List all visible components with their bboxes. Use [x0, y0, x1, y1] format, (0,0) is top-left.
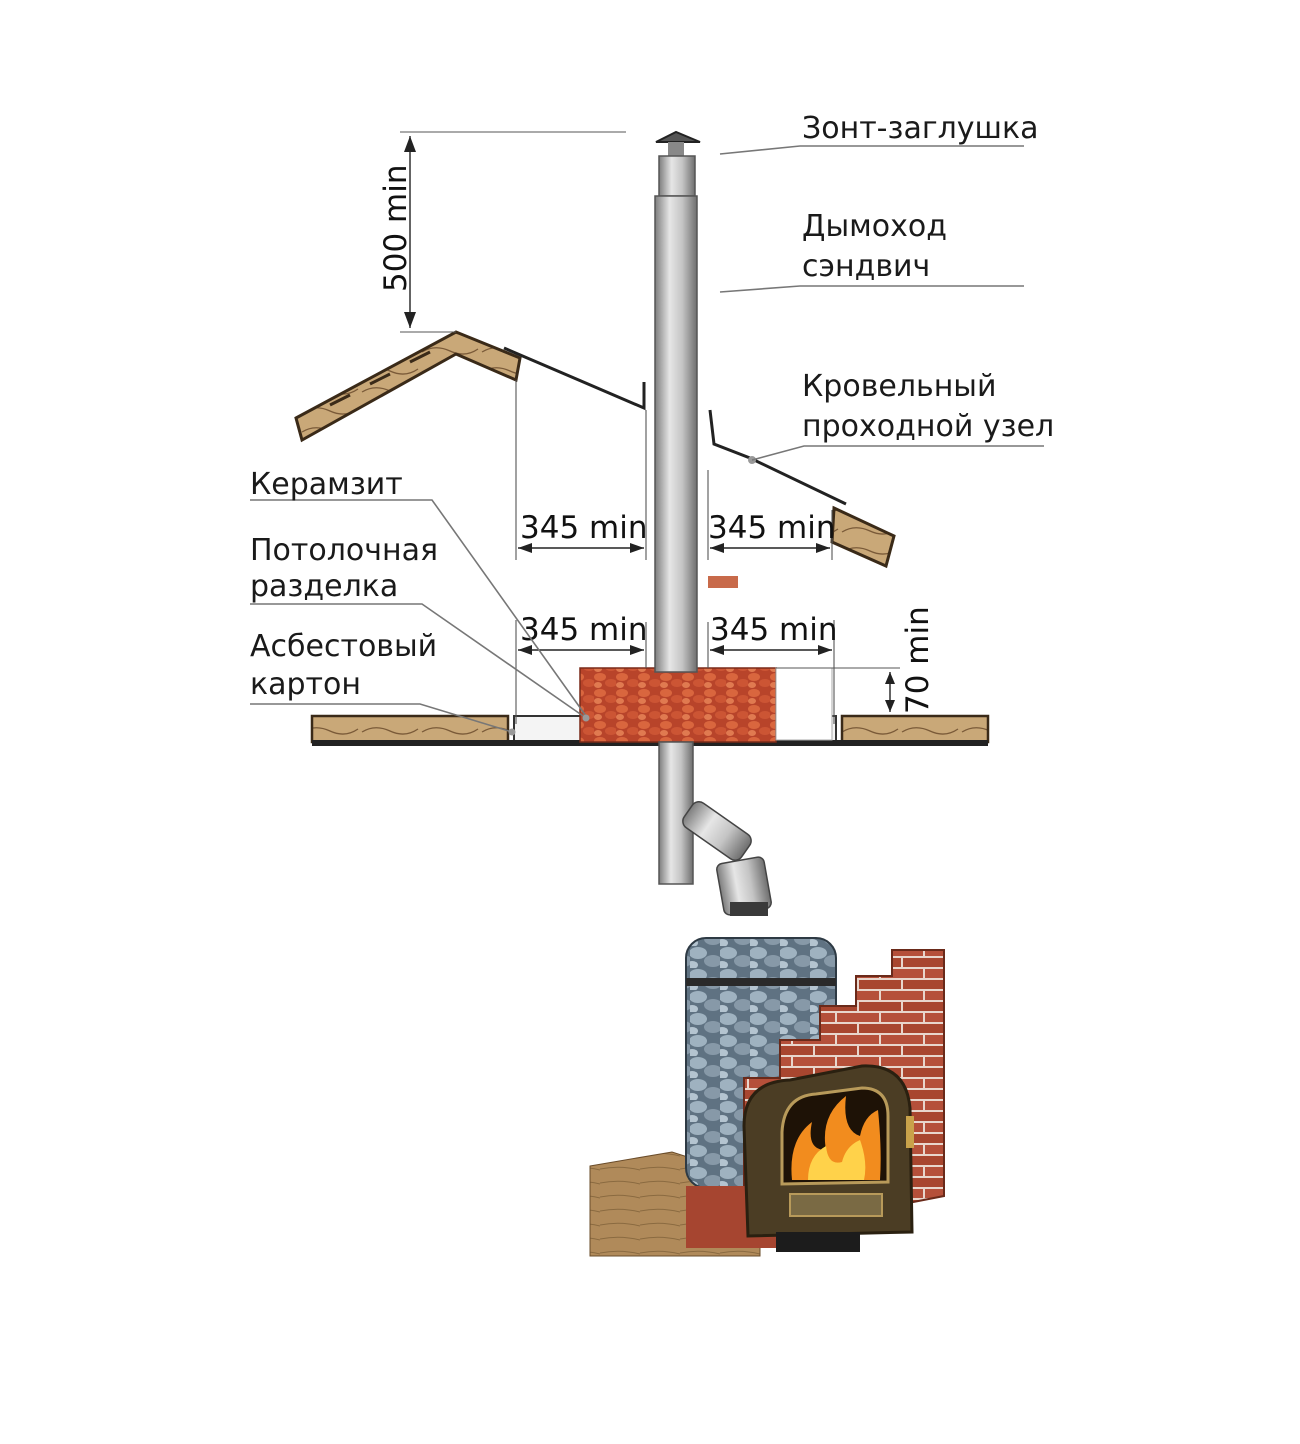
basket-band [686, 978, 836, 986]
leader-keramzit [250, 499, 587, 717]
dimension-500: 500 min [378, 131, 626, 333]
leader-chimney [719, 285, 1024, 293]
flame-core [808, 1140, 866, 1180]
label-ceiling-cut-1: Потолочная [250, 533, 438, 568]
cap-top-piece [658, 155, 696, 197]
label-chimney-1: Дымоход [802, 209, 947, 244]
roof-left-slope-blocks [329, 350, 431, 407]
leader-roof-node [751, 445, 1044, 461]
labels: Зонт-заглушка Дымоход сэндвич Кровельный… [250, 111, 1054, 702]
elbow-pipe [682, 801, 772, 916]
roof-flashing-left [503, 346, 646, 411]
ceiling-board-left [310, 714, 510, 744]
dim-above-roof: 500 min [378, 165, 414, 292]
dimension-70: 70 min [776, 606, 936, 714]
chimney-pipe [654, 130, 772, 916]
door-ash-panel [789, 1193, 883, 1217]
keramzit-fill [579, 667, 777, 743]
label-asbestos-2: картон [250, 667, 361, 702]
cap-icon [655, 130, 701, 143]
dimension-ceiling-right: 345 min [707, 612, 837, 724]
leader-asbestos [250, 703, 513, 733]
dimension-roof-left: 345 min [515, 380, 647, 560]
label-chimney-2: сэндвич [802, 249, 930, 284]
stove-foot [776, 1232, 860, 1252]
dim-roof-right: 345 min [708, 510, 835, 546]
dim-ceiling-left: 345 min [520, 612, 647, 648]
sandwich-pipe [654, 195, 698, 673]
roof-insulation-block [708, 576, 738, 588]
cap-stem [668, 142, 684, 156]
dimension-roof-right: 345 min [707, 470, 835, 560]
label-roof-node-2: проходной узел [802, 409, 1054, 444]
dim-ceiling-right: 345 min [710, 612, 837, 648]
ceiling-board-right [840, 714, 990, 744]
label-cap: Зонт-заглушка [802, 111, 1038, 146]
label-asbestos-1: Асбестовый [250, 629, 437, 664]
dim-roof-left: 345 min [520, 510, 647, 546]
leader-cap [719, 145, 1024, 155]
dimension-ceiling-left: 345 min [515, 612, 647, 724]
label-keramzit: Керамзит [250, 467, 403, 502]
label-ceiling-cut-2: разделка [250, 569, 398, 604]
leader-lines [250, 145, 1044, 736]
roof-flashing-right [708, 409, 847, 506]
roof [294, 330, 896, 588]
door-handle [906, 1116, 914, 1148]
asbestos-board [312, 740, 988, 746]
roof-right-slope [830, 505, 896, 569]
fill-spacer-right [775, 667, 833, 741]
label-roof-node-1: Кровельный [802, 369, 997, 404]
ceiling [310, 667, 990, 746]
roof-left-slope [294, 330, 522, 443]
sauna-stove [589, 937, 945, 1257]
leader-ceiling-cut [250, 603, 587, 719]
dim-fill-height: 70 min [900, 606, 936, 714]
